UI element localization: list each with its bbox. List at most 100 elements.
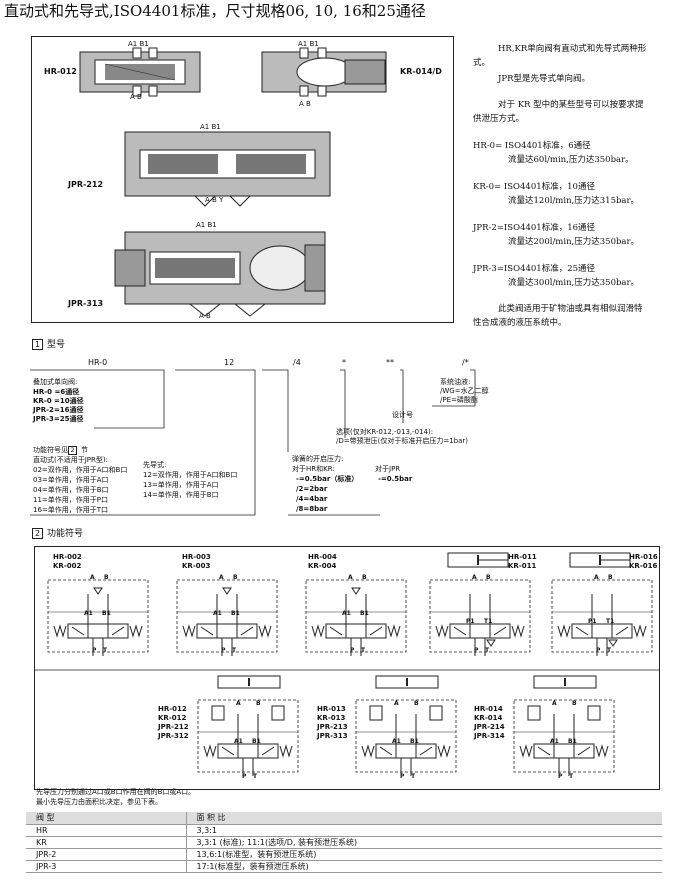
spring-col1-2: /4=4bar <box>296 495 328 503</box>
s7-label-b1: B1 <box>410 738 419 745</box>
s3-arrows <box>329 626 383 636</box>
s8-label-a: A <box>552 700 557 707</box>
s3-label-p: P <box>350 647 355 654</box>
s7-outline <box>355 699 457 773</box>
func-4: 16=单作用，作用于T口 <box>33 506 109 514</box>
table-header-ratio: 面 积 比 <box>186 812 662 825</box>
s6-pilot-right <box>271 705 285 721</box>
spec-1-flow: 流量达120l/min,压力达315bar。 <box>508 196 640 206</box>
spec-0-model: HR-0= ISO4401标准，6通径 <box>473 141 591 151</box>
seal-2: /PE=磷酸酯 <box>440 396 478 404</box>
valve-figure <box>31 36 454 323</box>
symbol-grid <box>34 546 660 790</box>
s5-outline <box>551 579 653 653</box>
spec-3-model: JPR-3=ISO4401标准，25通径 <box>473 264 596 274</box>
s1-label-a1: A1 <box>84 610 93 617</box>
table-cell: KR <box>26 836 187 849</box>
s6-spool <box>217 743 279 759</box>
s5-label-b: B <box>608 574 613 581</box>
s8-spool <box>533 743 595 759</box>
s5-check-icon <box>608 639 618 647</box>
spring-head: 弹簧的开启压力: <box>292 455 344 463</box>
s1-spool <box>67 623 129 639</box>
s2-label-a: A <box>219 574 224 581</box>
r1-1-l2: KR-003 <box>182 562 211 570</box>
s5-spring-left <box>557 624 571 638</box>
s7-label-p: P <box>400 773 405 780</box>
s2-label-b: B <box>233 574 238 581</box>
func-head2: 直动式(不适用于JPR型): <box>33 456 108 464</box>
section-1-title: 型号 <box>47 340 66 350</box>
spring-col1-0: -=0.5bar（标准） <box>296 475 359 483</box>
s7-pilot-right <box>429 705 443 721</box>
r2-0-l3: JPR-312 <box>158 732 189 740</box>
spec-2-flow: 流量达200l/min,压力达350bar。 <box>508 237 640 247</box>
s7-pilot-left <box>369 705 383 721</box>
s7-label-a1: A1 <box>392 738 401 745</box>
s5-label-p1: P1 <box>588 618 597 625</box>
r2-0-l0: HR-012 <box>158 705 187 713</box>
s8-spring-left <box>519 744 533 758</box>
s6-label-a: A <box>236 700 241 707</box>
r1-4-l1: HR-016 <box>629 553 658 561</box>
r1-4-l2: KR-016 <box>629 562 658 570</box>
design-number: 设计号 <box>392 411 413 419</box>
s1-label-b1: B1 <box>102 610 111 617</box>
kr-014-top-ports: A1 B1 <box>298 40 319 48</box>
s4-label-t1: T1 <box>484 618 493 625</box>
s5-label-t1: T1 <box>606 618 615 625</box>
s6-pilot-left <box>211 705 225 721</box>
s4-outline <box>429 579 531 653</box>
s3-spool <box>325 623 387 639</box>
code-part-3: * <box>342 358 346 367</box>
table-header-type: 阀 型 <box>26 812 187 825</box>
r2-2-l3: JPR-314 <box>474 732 505 740</box>
r1-3-l1: HR-011 <box>508 553 537 561</box>
s5-label-t: T <box>607 647 612 654</box>
s1-label-t: T <box>103 647 108 654</box>
s1-outline <box>47 579 149 653</box>
spec-0-flow: 流量达60l/min,压力达350bar。 <box>508 155 634 165</box>
r2-1-l2: JPR-213 <box>317 723 348 731</box>
s6-label-t: T <box>253 773 258 780</box>
kr-014-drawing <box>261 47 387 97</box>
code-part-4: ** <box>386 358 394 367</box>
pilot-1: 13=单作用，作用于A口 <box>143 481 219 489</box>
code-part-0: HR-0 <box>88 358 108 367</box>
table-cell: JPR-3 <box>26 860 187 873</box>
s6-spring-left <box>203 744 217 758</box>
s5-spring-right <box>633 624 647 638</box>
func-0: 02=双作用，作用于A口和B口 <box>33 466 128 474</box>
type-0: HR-0 =6通径 <box>33 388 80 396</box>
desc-p4b: 性合成液的液压系统中。 <box>473 318 567 328</box>
r1-2-l1: HR-004 <box>308 553 337 561</box>
desc-p1b: 式。 <box>473 58 491 68</box>
s7-spool <box>375 743 437 759</box>
s4-spring-left <box>435 624 449 638</box>
spring-col1-head: 对于HR和KR: <box>292 465 335 473</box>
s3-outline <box>305 579 407 653</box>
seal-0: 系统油液: <box>440 378 471 386</box>
s8-label-a1: A1 <box>550 738 559 745</box>
spring-col1-3: /8=8bar <box>296 505 328 513</box>
s2-arrows <box>200 626 254 636</box>
hr-012-label: HR-012 <box>44 67 77 76</box>
pilot-0: 12=双作用，作用于A口和B口 <box>143 471 238 479</box>
spring-col1-1: /2=2bar <box>296 485 328 493</box>
spec-3-flow: 流量达300l/min,压力达350bar。 <box>508 278 640 288</box>
r2-2-l2: JPR-214 <box>474 723 505 731</box>
s7-label-a: A <box>394 700 399 707</box>
s7-arrows <box>379 746 433 756</box>
s4-spring-right <box>511 624 525 638</box>
s3-label-t: T <box>361 647 366 654</box>
option-a: 选项(仅对KR-012,-013,-014): <box>336 428 434 436</box>
func-1: 03=单作用，作用于A口 <box>33 476 109 484</box>
func-3: 11=单作用，作用于P口 <box>33 496 108 504</box>
s5-arrows <box>575 626 629 636</box>
s5-label-a: A <box>594 574 599 581</box>
s4-label-p: P <box>474 647 479 654</box>
s7-spring-right <box>437 744 451 758</box>
